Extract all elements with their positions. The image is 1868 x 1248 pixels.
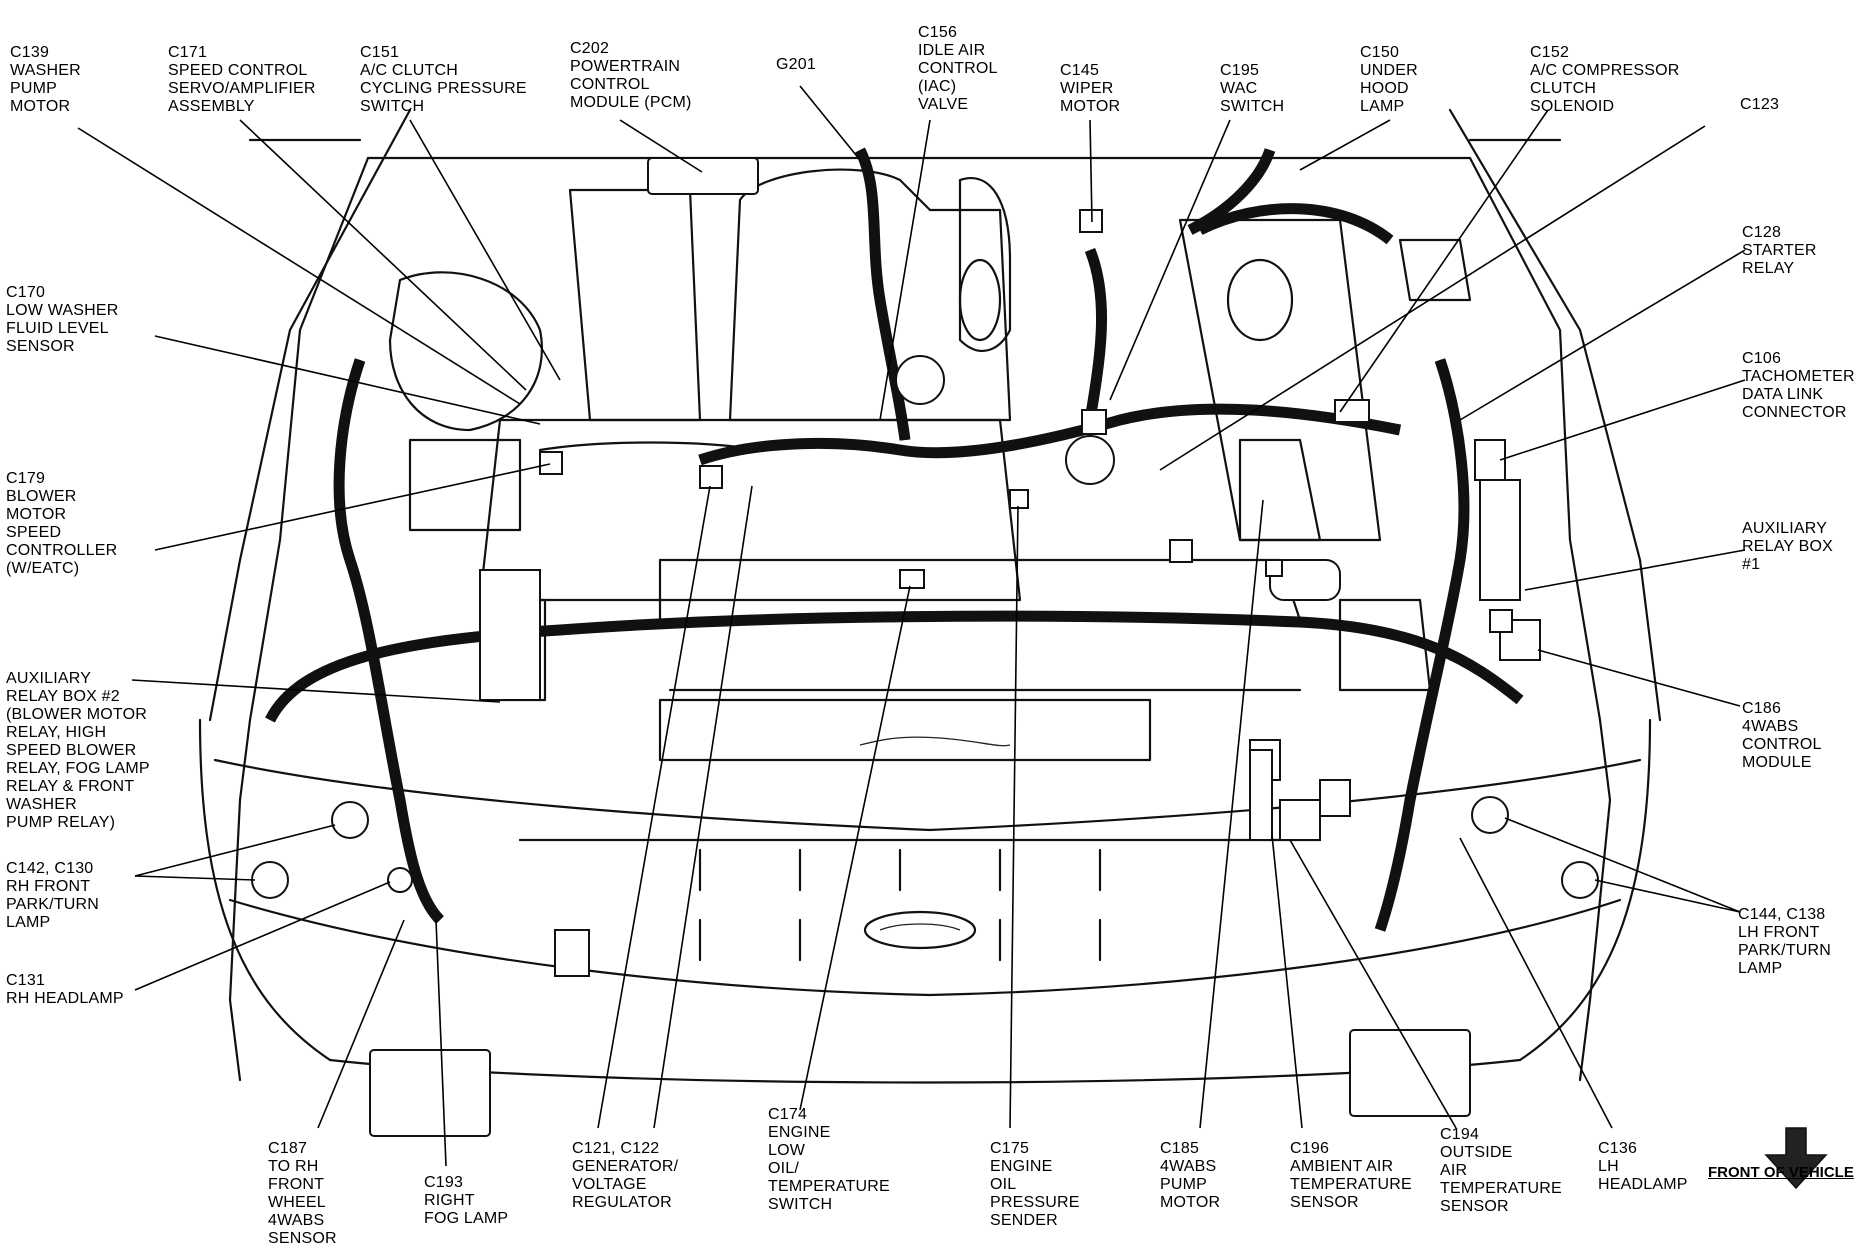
label-g201: G201 [776, 56, 816, 73]
label-c170: C170 LOW WASHER FLUID LEVEL SENSOR [6, 284, 119, 355]
label-c185: C185 4WABS PUMP MOTOR [1160, 1140, 1221, 1211]
label-c136: C136 LH HEADLAMP [1598, 1140, 1688, 1193]
label-c144-c138: C144, C138 LH FRONT PARK/TURN LAMP [1738, 906, 1832, 977]
label-c179: C179 BLOWER MOTOR SPEED CONTROLLER (W/EA… [6, 470, 118, 577]
components [251, 157, 1828, 1190]
front-arrow-icon [1764, 1127, 1828, 1190]
label-c156: C156 IDLE AIR CONTROL (IAC) VALVE [918, 24, 998, 113]
label-c145: C145 WIPER MOTOR [1060, 62, 1121, 115]
label-c194: C194 OUTSIDE AIR TEMPERATURE SENSOR [1440, 1126, 1562, 1215]
label-c128: C128 STARTER RELAY [1742, 224, 1817, 277]
front-of-vehicle-label: FRONT OF VEHICLE [1708, 1164, 1854, 1181]
label-c187: C187 TO RH FRONT WHEEL 4WABS SENSOR [268, 1140, 337, 1247]
label-c196: C196 AMBIENT AIR TEMPERATURE SENSOR [1290, 1140, 1412, 1211]
label-c195: C195 WAC SWITCH [1220, 62, 1285, 115]
label-c151: C151 A/C CLUTCH CYCLING PRESSURE SWITCH [360, 44, 527, 115]
label-c142-c130: C142, C130 RH FRONT PARK/TURN LAMP [6, 860, 100, 931]
label-c131: C131 RH HEADLAMP [6, 972, 124, 1007]
label-c121-c122: C121, C122 GENERATOR/ VOLTAGE REGULATOR [572, 1140, 679, 1211]
label-c152: C152 A/C COMPRESSOR CLUTCH SOLENOID [1530, 44, 1680, 115]
label-c175: C175 ENGINE OIL PRESSURE SENDER [990, 1140, 1080, 1229]
vehicle-body-outline [198, 108, 1662, 1084]
label-c202: C202 POWERTRAIN CONTROL MODULE (PCM) [570, 40, 692, 111]
label-c150: C150 UNDER HOOD LAMP [1360, 44, 1418, 115]
label-c123: C123 [1740, 96, 1780, 113]
label-c193: C193 RIGHT FOG LAMP [424, 1174, 509, 1227]
label-c186: C186 4WABS CONTROL MODULE [1742, 700, 1822, 771]
label-c171: C171 SPEED CONTROL SERVO/AMPLIFIER ASSEM… [168, 44, 316, 115]
label-c174: C174 ENGINE LOW OIL/ TEMPERATURE SWITCH [768, 1106, 890, 1213]
label-c139: C139 WASHER PUMP MOTOR [10, 44, 81, 115]
leader-lines [77, 85, 1746, 1167]
wiring-harness [265, 147, 1524, 932]
label-aux-relay-box-2: AUXILIARY RELAY BOX #2 (BLOWER MOTOR REL… [6, 670, 150, 831]
label-c106: C106 TACHOMETER DATA LINK CONNECTOR [1742, 350, 1855, 421]
label-aux-relay-box-1: AUXILIARY RELAY BOX #1 [1742, 520, 1834, 573]
radiator-grille [518, 698, 1322, 962]
